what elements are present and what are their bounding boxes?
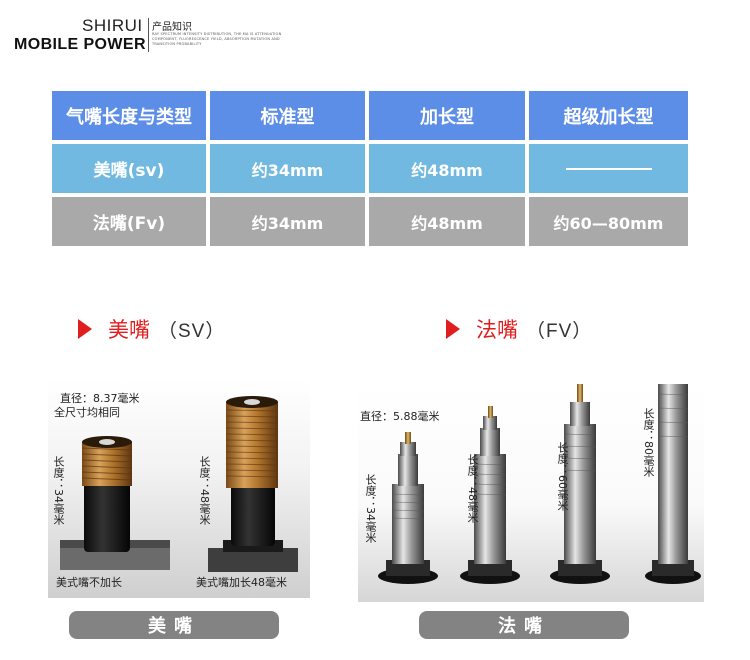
sv-caption-long: 美式嘴加长48毫米 (196, 576, 287, 589)
table-header-row: 气嘴长度与类型 标准型 加长型 超级加长型 (52, 91, 692, 140)
fv-length-60-label: 长度：60毫米 (556, 442, 569, 511)
brand-logo: SHIRUI MOBILE POWER 产品知识 RAY SPECTRUM IN… (14, 16, 284, 56)
row-fv-long: 约48mm (369, 197, 525, 246)
logo-cn-title: 产品知识 (152, 22, 192, 33)
sv-valves-illustration (60, 396, 298, 572)
header-cell-type: 气嘴长度与类型 (52, 91, 206, 140)
row-fv-type: 法嘴(Fv) (52, 197, 206, 246)
fv-length-80-label: 长度：80毫米 (642, 408, 655, 477)
row-fv-standard: 约34mm (210, 197, 365, 246)
section-title-fv-cn: 法嘴 (476, 318, 518, 342)
row-sv-long: 约48mm (369, 144, 525, 193)
fv-label-button: 法嘴 (419, 611, 629, 639)
sv-diameter-label: 直径：8.37毫米 (60, 392, 140, 405)
section-title-sv-en: （SV） (158, 320, 226, 342)
table-row: 美嘴(sv) 约34mm 约48mm (52, 144, 692, 193)
sv-length-34-label: 长度：34毫米 (52, 456, 65, 525)
sv-length-48-label: 长度：48毫米 (198, 456, 211, 525)
logo-fine-print: RAY SPECTRUM INTENSITY DISTRIBUTION, THE… (152, 32, 282, 46)
sv-all-sizes-label: 全尺寸均相同 (54, 406, 120, 419)
sv-label-button: 美嘴 (69, 611, 279, 639)
fv-valve-photo: 直径：5.88毫米 长度：34毫米 长度：48毫米 长度：60毫米 长度：80毫… (358, 384, 704, 602)
sv-valve-photo: 直径：8.37毫米 全尺寸均相同 长度：34毫米 长度：48毫米 美式嘴不加长 … (48, 380, 310, 598)
sv-caption-short: 美式嘴不加长 (56, 576, 122, 589)
logo-divider (148, 18, 149, 52)
row-sv-super-long (529, 144, 688, 193)
section-title-sv-cn: 美嘴 (108, 318, 150, 342)
fv-length-48-label: 长度：48毫米 (466, 454, 479, 523)
not-available-dash (565, 167, 652, 170)
header-cell-standard: 标准型 (210, 91, 365, 140)
fv-diameter-label: 直径：5.88毫米 (360, 410, 440, 423)
row-fv-super-long: 约60—80mm (529, 197, 688, 246)
fv-valves-illustration (378, 384, 701, 584)
red-arrow-icon (78, 319, 92, 339)
fv-length-34-label: 长度：34毫米 (364, 474, 377, 543)
red-arrow-icon (446, 319, 460, 339)
valve-spec-table: 气嘴长度与类型 标准型 加长型 超级加长型 美嘴(sv) 约34mm 约48mm… (52, 91, 692, 250)
header-cell-long: 加长型 (369, 91, 525, 140)
row-sv-type: 美嘴(sv) (52, 144, 206, 193)
row-sv-standard: 约34mm (210, 144, 365, 193)
section-title-fv-en: （FV） (526, 320, 593, 342)
section-title-sv: 美嘴 （SV） (78, 314, 225, 344)
section-title-fv: 法嘴 （FV） (446, 314, 592, 344)
brand-name-line1: SHIRUI (82, 16, 143, 35)
header-cell-super-long: 超级加长型 (529, 91, 688, 140)
brand-name-line2: MOBILE POWER (14, 36, 146, 53)
table-row: 法嘴(Fv) 约34mm 约48mm 约60—80mm (52, 197, 692, 246)
